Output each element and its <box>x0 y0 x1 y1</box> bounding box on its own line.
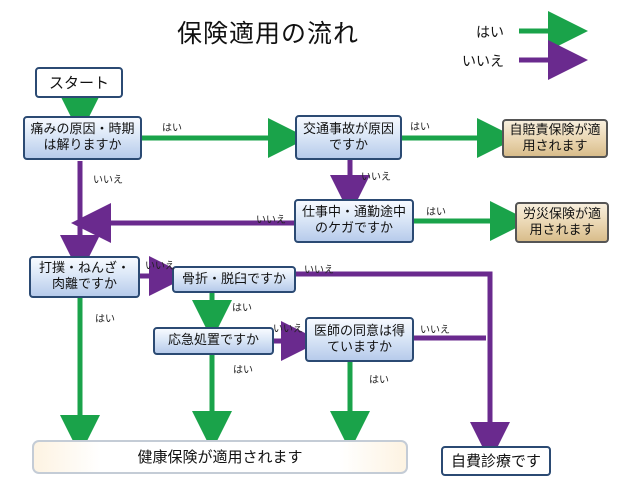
legend-yes-label: はい <box>476 25 504 41</box>
label-yes-doctor: はい <box>369 375 389 386</box>
label-yes-bruise: はい <box>95 314 115 325</box>
emergency-node: 応急処置ですか <box>153 327 274 355</box>
work-injury-node: 仕事中・通勤途中のケガですか <box>294 199 414 243</box>
label-yes-emergency: はい <box>233 365 253 376</box>
bruise-sprain-node: 打撲・ねんざ・肉離ですか <box>29 256 140 298</box>
label-no-work: いいえ <box>256 215 286 226</box>
label-no-bruise: いいえ <box>145 261 175 272</box>
traffic-accident-node: 交通事故が原因ですか <box>295 115 402 160</box>
rosai-result-node: 労災保険が適用されます <box>515 202 609 243</box>
start-node: スタート <box>35 67 123 98</box>
jibaiseki-result-node: 自賠責保険が適用されます <box>502 119 608 158</box>
label-yes-cause: はい <box>162 123 182 134</box>
doctor-consent-node: 医師の同意は得ていますか <box>305 317 414 362</box>
label-no-emergency: いいえ <box>273 324 303 335</box>
label-no-doctor: いいえ <box>420 325 450 336</box>
arrow-fracture-selfpay <box>296 271 510 462</box>
cause-time-node: 痛みの原因・時期は解りますか <box>23 116 142 160</box>
fracture-node: 骨折・脱臼ですか <box>172 266 296 293</box>
health-insurance-result: 健康保険が適用されます <box>32 440 408 474</box>
label-no-traffic: いいえ <box>361 172 391 183</box>
label-no-fracture: いいえ <box>304 265 334 276</box>
legend-no-label: いいえ <box>462 54 504 70</box>
label-yes-traffic: はい <box>410 122 430 133</box>
label-no-cause: いいえ <box>93 175 123 186</box>
label-yes-fracture: はい <box>232 303 252 314</box>
label-yes-work: はい <box>426 207 446 218</box>
page-title: 保険適用の流れ <box>176 19 359 48</box>
self-pay-result: 自費診療です <box>441 446 551 476</box>
